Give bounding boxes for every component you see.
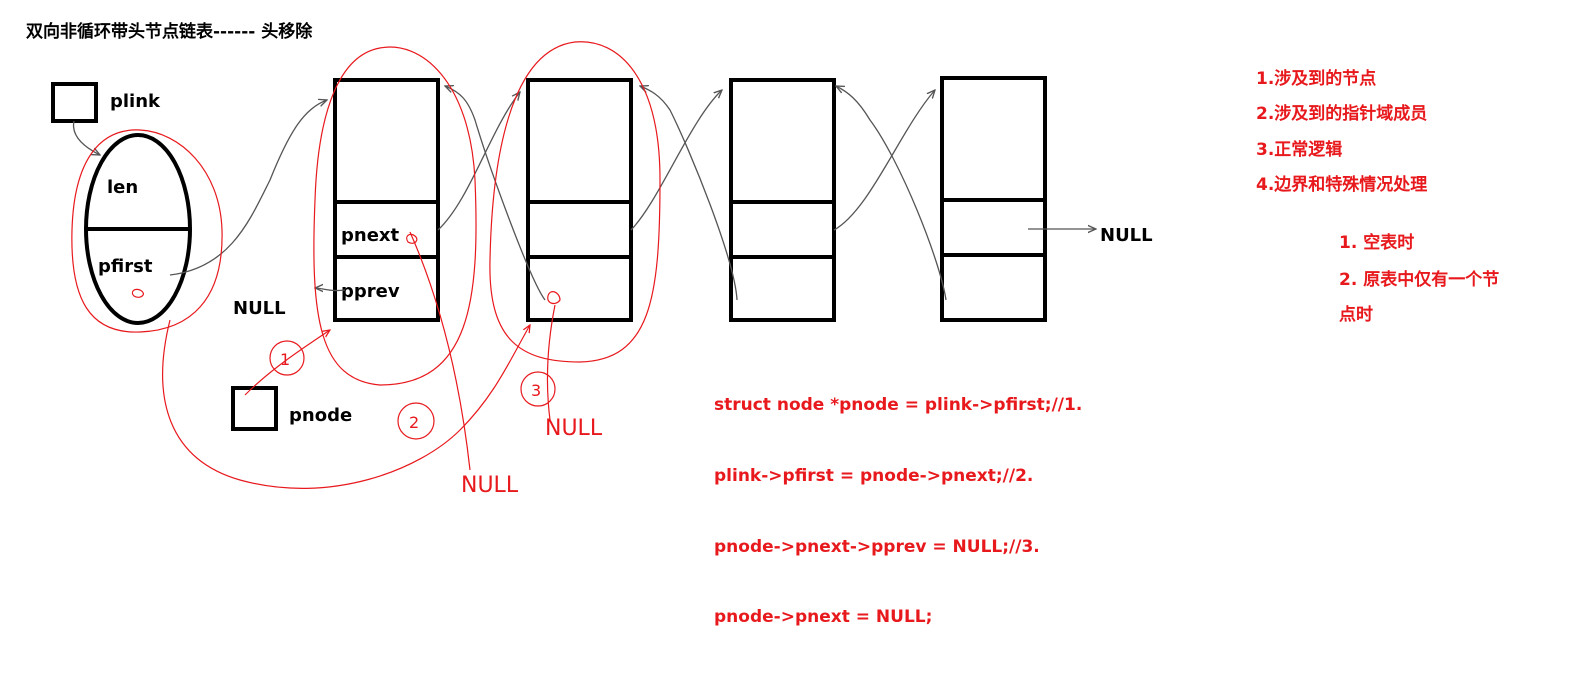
code-line: struct node *pnode = plink->pfirst;//1. [714,395,1082,415]
connector-arrows [169,86,1096,301]
plink-label: plink [110,91,161,112]
pnode-label: pnode [289,405,352,426]
step-item: 3.正常逻辑 [1256,139,1342,160]
node-2 [526,78,633,322]
step-3-mark: 3 [531,381,541,400]
pnext-label: pnext [341,225,400,246]
node-3 [729,78,836,322]
pprev-label: pprev [341,281,400,302]
code-line: pnode->pnext->pprev = NULL;//3. [714,537,1040,557]
plink-to-head-arrow [72,120,100,155]
red-annotations [71,41,661,489]
special-case-item: 1. 空表时 [1339,232,1414,253]
node-4 [940,76,1047,322]
null-scrawl-1: NULL [461,473,519,498]
code-line: plink->pfirst = pnode->pnext;//2. [714,466,1033,486]
pfirst-label: pfirst [98,256,153,277]
special-case-item: 2. 原表中仅有一个节 [1339,269,1499,290]
step-item: 4.边界和特殊情况处理 [1256,174,1427,195]
special-case-item: 点时 [1339,304,1373,325]
pnode-box [231,386,278,431]
null-right-label: NULL [1100,225,1153,246]
null-left-label: NULL [233,298,286,319]
step-1-mark: 1 [280,350,290,369]
step-item: 1.涉及到的节点 [1256,68,1376,89]
null-scrawl-2: NULL [545,416,603,441]
len-label: len [107,177,138,198]
code-block: struct node *pnode = plink->pfirst;//1. … [714,395,1082,627]
steps-list: 1.涉及到的节点 2.涉及到的指针域成员 3.正常逻辑 4.边界和特殊情况处理 [1256,68,1427,195]
diagram-title: 双向非循环带头节点链表------ 头移除 [26,21,313,42]
special-cases-list: 1. 空表时 2. 原表中仅有一个节 点时 [1339,232,1499,325]
code-line: pnode->pnext = NULL; [714,607,932,627]
step-2-mark: 2 [409,413,419,432]
plink-box [51,82,98,123]
step-item: 2.涉及到的指针域成员 [1256,103,1427,124]
